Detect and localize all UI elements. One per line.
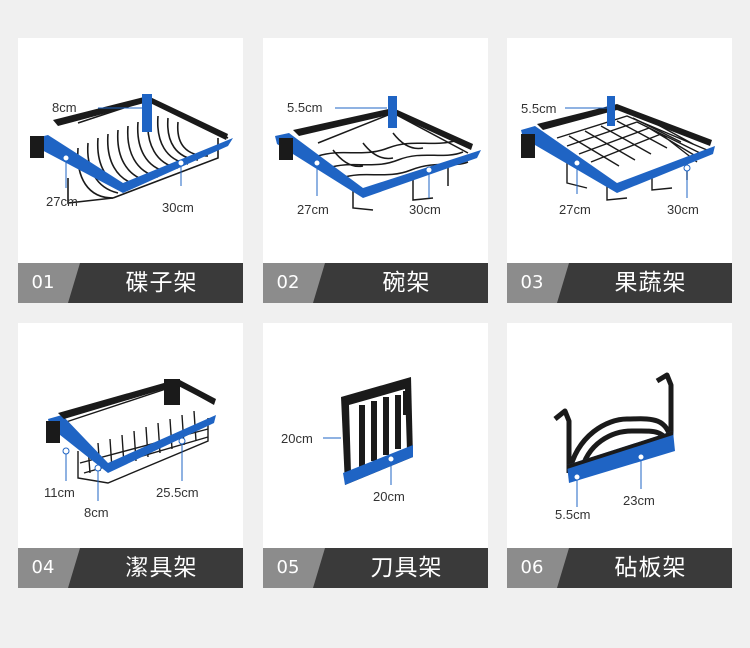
title-bar: 02 碗架 bbox=[263, 263, 488, 303]
product-card-dish-rack: 8cm 27cm 30cm 01 碟子架 bbox=[18, 38, 243, 303]
card-number: 01 bbox=[31, 272, 55, 293]
bowl-rack-illustration: 5.5cm 27cm 30cm bbox=[275, 96, 481, 217]
product-card-knife-rack: 20cm 20cm 05 刀具架 bbox=[263, 323, 488, 588]
depth-dim-label: 27cm bbox=[46, 194, 78, 209]
card-title: 砧板架 bbox=[614, 555, 687, 581]
height-dim-label: 11cm bbox=[44, 485, 75, 500]
title-bar: 05 刀具架 bbox=[263, 548, 488, 588]
height-dim-label: 8cm bbox=[52, 100, 77, 115]
card-number: 04 bbox=[31, 557, 55, 578]
depth-dim-label: 27cm bbox=[559, 202, 591, 217]
title-bar: 06 砧板架 bbox=[507, 548, 732, 588]
card-title: 刀具架 bbox=[370, 555, 443, 581]
product-card-bowl-rack: 5.5cm 27cm 30cm 02 碗架 bbox=[263, 38, 488, 303]
card-number: 06 bbox=[520, 557, 544, 578]
card-title: 果蔬架 bbox=[614, 270, 687, 296]
card-number: 05 bbox=[276, 557, 300, 578]
product-card-cutting-board-rack: 5.5cm 23cm 06 砧板架 bbox=[507, 323, 732, 588]
knife-rack-illustration: 20cm 20cm bbox=[281, 377, 413, 504]
card-title: 潔具架 bbox=[125, 555, 198, 581]
dish-rack-illustration: 8cm 27cm 30cm bbox=[30, 94, 233, 215]
title-bar: 04 潔具架 bbox=[18, 548, 243, 588]
card-number: 03 bbox=[520, 272, 544, 293]
height-dim-label: 5.5cm bbox=[555, 507, 590, 522]
card-number: 02 bbox=[276, 272, 300, 293]
cutting-board-rack-illustration: 5.5cm 23cm bbox=[553, 372, 675, 522]
width-dim-label: 23cm bbox=[623, 493, 655, 508]
cleaning-rack-illustration: 11cm 8cm 25.5cm bbox=[44, 379, 216, 520]
fruit-veg-rack-illustration: 5.5cm 27cm 30cm bbox=[521, 96, 715, 217]
height-dim-label: 5.5cm bbox=[521, 101, 556, 116]
title-bar: 03 果蔬架 bbox=[507, 263, 732, 303]
title-bar: 01 碟子架 bbox=[18, 263, 243, 303]
width-dim-label: 20cm bbox=[373, 489, 405, 504]
height-dim-label: 5.5cm bbox=[287, 100, 322, 115]
depth-dim-label: 8cm bbox=[84, 505, 109, 520]
depth-dim-label: 27cm bbox=[297, 202, 329, 217]
card-title: 碟子架 bbox=[125, 270, 198, 296]
product-card-fruit-veg-rack: 5.5cm 27cm 30cm 03 果蔬架 bbox=[507, 38, 732, 303]
card-title: 碗架 bbox=[382, 270, 431, 296]
width-dim-label: 30cm bbox=[409, 202, 441, 217]
height-dim-label: 20cm bbox=[281, 431, 313, 446]
product-card-cleaning-rack: 11cm 8cm 25.5cm 04 潔具架 bbox=[18, 323, 243, 588]
width-dim-label: 30cm bbox=[667, 202, 699, 217]
width-dim-label: 30cm bbox=[162, 200, 194, 215]
width-dim-label: 25.5cm bbox=[156, 485, 199, 500]
